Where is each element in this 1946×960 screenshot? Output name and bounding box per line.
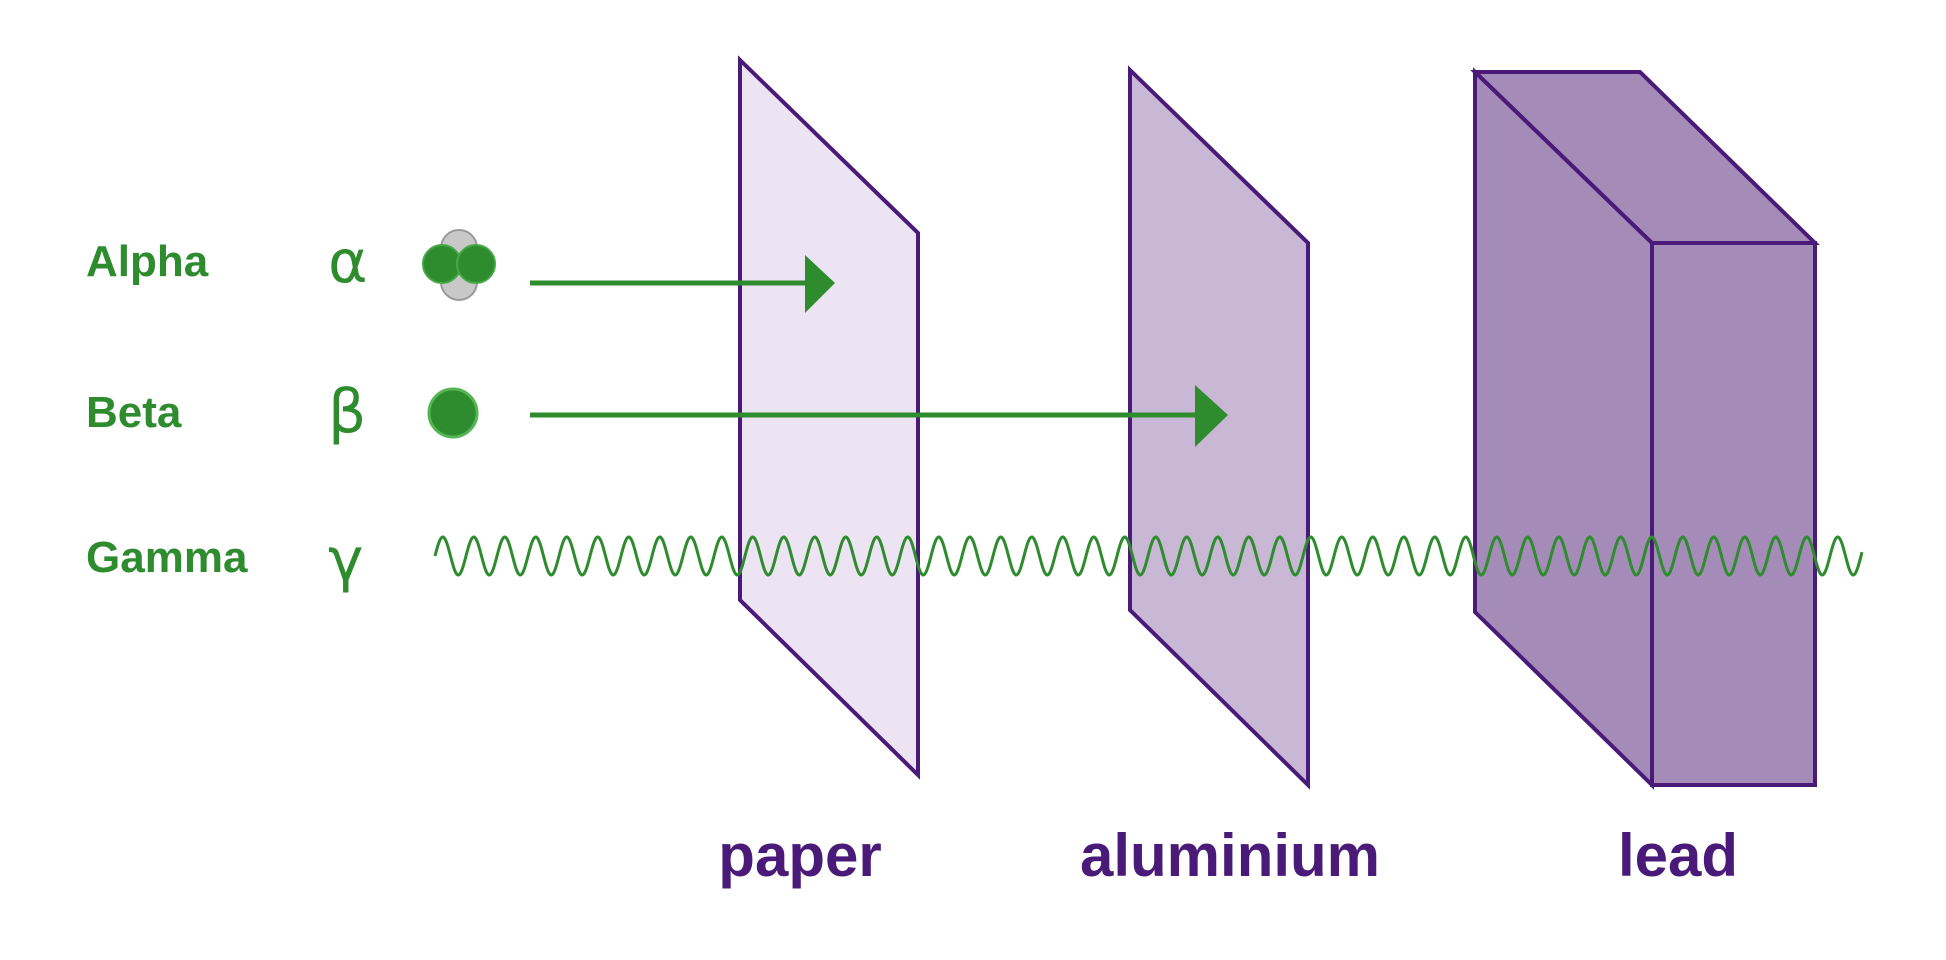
gamma-label: Gamma (86, 533, 248, 582)
paper-label: paper (718, 822, 881, 889)
beta-symbol: β (328, 377, 366, 447)
lead-label: lead (1618, 822, 1738, 889)
alpha-symbol: α (328, 227, 368, 297)
aluminium-sheet (1128, 65, 1310, 790)
lead-block-front (1650, 241, 1817, 787)
alpha-particle-icon (422, 229, 496, 301)
beta-label: Beta (86, 388, 182, 437)
alpha-label: Alpha (86, 237, 209, 286)
alpha-arrow (530, 255, 835, 313)
gamma-symbol: γ (328, 525, 364, 595)
beta-arrow (530, 385, 1228, 447)
aluminium-label: aluminium (1080, 822, 1380, 889)
gamma-wave (433, 535, 1864, 577)
lead-block (1470, 67, 1820, 790)
electron-icon (427, 387, 479, 439)
